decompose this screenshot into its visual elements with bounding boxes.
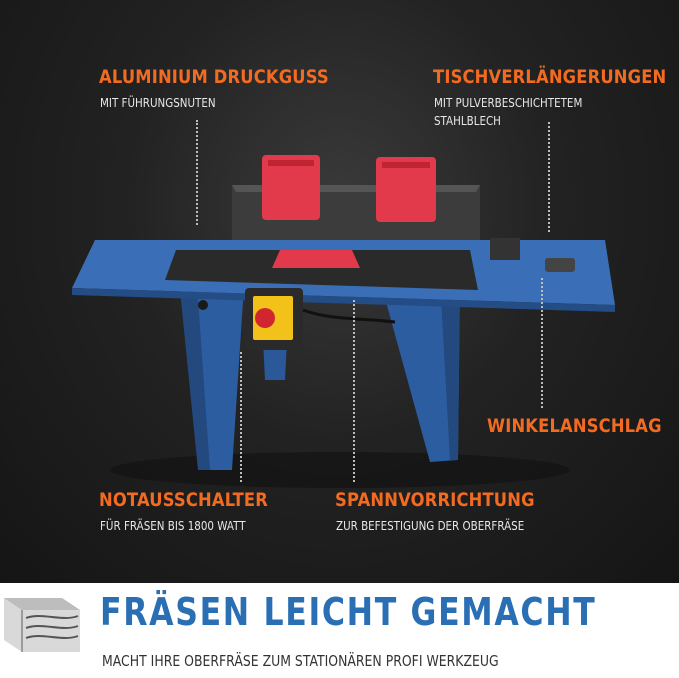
callout-angle-leader xyxy=(541,278,543,408)
callout-extension-title: TISCHVERLÄNGERUNGEN xyxy=(433,66,667,88)
router-table-illustration xyxy=(72,155,615,488)
callout-switch-leader xyxy=(240,352,242,482)
footer xyxy=(0,583,679,678)
footer-headline: FRÄSEN LEICHT GEMACHT xyxy=(100,590,597,634)
callout-aluminium-title: ALUMINIUM DRUCKGUSS xyxy=(99,66,329,88)
callout-aluminium-leader xyxy=(196,120,198,225)
callout-clamp-title: SPANNVORRICHTUNG xyxy=(335,489,535,511)
product-stage: ALUMINIUM DRUCKGUSS MIT FÜHRUNGSNUTEN TI… xyxy=(0,0,679,583)
callout-switch-title: NOTAUSSCHALTER xyxy=(99,489,268,511)
left-featherboard xyxy=(262,155,320,220)
right-featherboard xyxy=(376,157,436,222)
footer-tagline: MACHT IHRE OBERFRÄSE ZUM STATIONÄREN PRO… xyxy=(102,652,499,670)
callout-clamp-sub: ZUR BEFESTIGUNG DER OBERFRÄSE xyxy=(336,519,525,533)
callout-switch-sub: FÜR FRÄSEN BIS 1800 WATT xyxy=(100,519,246,533)
callout-aluminium-sub: MIT FÜHRUNGSNUTEN xyxy=(100,96,216,110)
callout-clamp-leader xyxy=(353,300,355,482)
callout-extension-sub1: MIT PULVERBESCHICHTETEM xyxy=(434,96,583,110)
callout-angle-title: WINKELANSCHLAG xyxy=(487,415,662,437)
wood-profile-icon xyxy=(4,598,80,652)
callout-extension-sub2: STAHLBLECH xyxy=(434,114,501,128)
callout-extension-leader xyxy=(548,122,550,232)
